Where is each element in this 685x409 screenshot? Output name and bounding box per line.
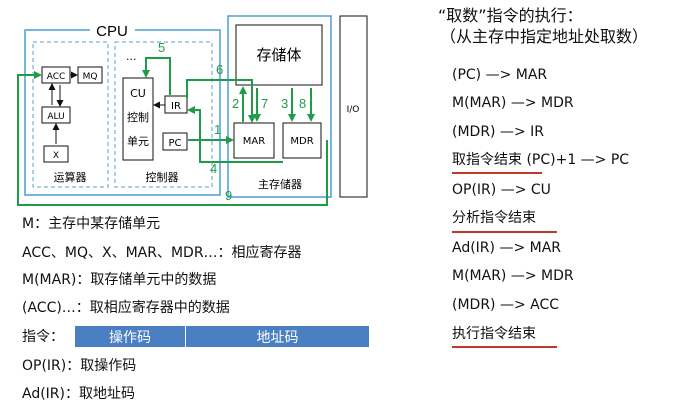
ir-label: IR [171, 101, 181, 112]
note-m-mar: M(MAR)：取存储单元中的数据 [22, 272, 217, 288]
cu-sub2: 单元 [127, 135, 149, 148]
alu-label: ALU [47, 112, 64, 122]
note-m: M：主存中某存储单元 [22, 216, 161, 232]
instruction-label: 指令： [22, 329, 64, 345]
main-memory-box [227, 15, 332, 198]
step-5: OP(IR) —> CU [452, 182, 551, 198]
note-op-ir: OP(IR)：取操作码 [22, 358, 137, 374]
panel-subtitle: （从主存中指定地址处取数） [440, 27, 649, 46]
step-number-5: 5 [158, 40, 165, 55]
note-acc: (ACC)…：取相应寄存器中的数据 [22, 300, 230, 316]
pc-register [162, 132, 188, 151]
io-box [339, 15, 368, 198]
x-label: X [53, 151, 59, 161]
path-9 [17, 71, 328, 206]
step-6: 分析指令结束 [452, 210, 536, 226]
address-cell: 地址码 [185, 325, 370, 348]
step-number-7: 7 [261, 96, 268, 111]
cu-box [122, 77, 154, 161]
step-2: M(MAR) —> MDR [452, 95, 574, 111]
step-1: (PC) —> MAR [452, 67, 548, 83]
mar-label: MAR [243, 136, 265, 147]
step-number-8: 8 [299, 96, 306, 111]
step-number-6: 6 [216, 62, 223, 77]
alu-unit-box [32, 41, 109, 188]
storage-body-box [235, 24, 323, 86]
mq-register [77, 66, 103, 84]
mq-label: MQ [83, 72, 98, 82]
opcode-cell: 操作码 [74, 325, 186, 348]
step-number-9: 9 [225, 188, 232, 203]
cu-label: CU [130, 87, 146, 100]
path-5 [142, 57, 171, 95]
path-6 [186, 79, 256, 123]
cpu-memory-diagram: CPU ACC MQ ALU X 运算器 ... CU 控制 单元 IR PC … [17, 15, 368, 206]
io-label: I/O [347, 105, 360, 115]
step-number-4: 4 [210, 161, 217, 176]
instruction-format: 操作码 地址码 [74, 325, 370, 348]
mar-register [233, 122, 275, 159]
cu-sub1: 控制 [127, 110, 149, 124]
step-3: (MDR) —> IR [452, 124, 544, 140]
step-9: (MDR) —> ACC [452, 297, 560, 313]
underline-fetch-end [452, 172, 542, 174]
mdr-register [282, 122, 322, 159]
path-4 [187, 106, 283, 163]
step-7: Ad(IR) —> MAR [452, 240, 562, 256]
step-10: 执行指令结束 [452, 326, 536, 342]
mdr-label: MDR [290, 136, 313, 147]
step-4: 取指令结束 (PC)+1 —> PC [452, 152, 630, 168]
storage-body-label: 存储体 [256, 46, 301, 64]
alu-unit-label: 运算器 [54, 170, 87, 184]
pc-label: PC [168, 138, 181, 149]
step-number-2: 2 [232, 96, 239, 111]
control-unit-label: 控制器 [146, 170, 179, 184]
ellipsis-label: ... [126, 50, 137, 63]
step-number-1: 1 [214, 122, 221, 137]
step-8: M(MAR) —> MDR [452, 268, 574, 284]
acc-label: ACC [47, 72, 66, 82]
note-ad-ir: Ad(IR)：取地址码 [22, 386, 135, 402]
underline-execute-end [452, 346, 557, 348]
note-registers: ACC、MQ、X、MAR、MDR…：相应寄存器 [22, 245, 302, 261]
x-register [43, 145, 69, 163]
control-unit-box [114, 41, 213, 188]
data-paths [17, 57, 328, 206]
underline-analyze-end [452, 231, 557, 233]
main-memory-label: 主存储器 [258, 177, 302, 191]
cpu-label: CPU [96, 23, 128, 40]
step-number-3: 3 [281, 96, 288, 111]
panel-title: “取数”指令的执行： [438, 6, 583, 25]
